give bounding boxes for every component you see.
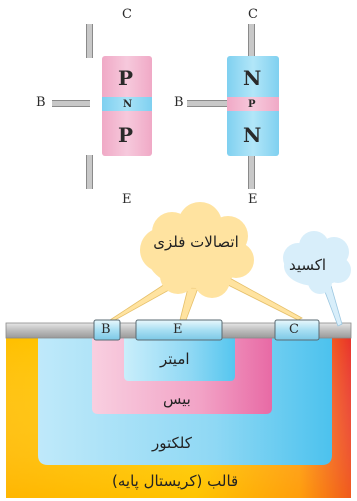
pnp-transistor — [40, 0, 152, 210]
contact-b-label: B — [101, 322, 111, 337]
contact-b — [93, 319, 121, 341]
npn-middle-region — [227, 97, 279, 111]
npn-terminal-e: E — [248, 192, 258, 207]
npn-transistor — [182, 0, 292, 210]
npn-collector-lead — [248, 24, 255, 58]
pnp-collector-lead — [86, 24, 93, 58]
npn-terminal-b: B — [174, 95, 184, 110]
contact-c-label: C — [289, 322, 299, 337]
pnp-top-region — [102, 56, 152, 97]
pnp-terminal-e: E — [122, 192, 132, 207]
emitter-region — [124, 338, 235, 381]
pnp-terminal-c: C — [122, 7, 132, 22]
pnp-terminal-b: B — [36, 95, 46, 110]
npn-layer-top: N — [243, 66, 262, 90]
pnp-base-lead — [52, 100, 90, 107]
emitter-label: امیتر — [160, 350, 190, 368]
oxide-callout: اکسید — [289, 256, 327, 274]
oxide-cloud — [283, 231, 351, 294]
npn-bottom-region — [227, 111, 279, 156]
collector-label: کلکتور — [152, 434, 192, 452]
base-label: بیس — [163, 390, 191, 408]
pnp-layer-top: P — [118, 66, 134, 90]
pnp-emitter-lead — [86, 155, 93, 189]
npn-body — [227, 56, 279, 156]
pnp-layer-middle: N — [123, 99, 133, 110]
npn-layer-bottom: N — [243, 123, 262, 147]
npn-top-region — [227, 56, 279, 97]
pnp-body — [102, 56, 152, 156]
npn-terminal-c: C — [248, 7, 258, 22]
pnp-middle-region — [102, 97, 152, 111]
metal-contacts-callout: اتصالات فلزی — [153, 233, 239, 251]
npn-base-lead — [187, 100, 229, 107]
npn-emitter-lead — [248, 155, 255, 189]
substrate-label: قالب (کریستال پایه) — [112, 472, 239, 490]
npn-layer-middle: P — [248, 99, 256, 110]
callout-pointer-c — [217, 275, 303, 321]
pnp-layer-bottom: P — [118, 123, 134, 147]
metal-contacts-cloud — [140, 202, 254, 298]
pnp-bottom-region — [102, 111, 152, 156]
contact-e — [135, 319, 223, 341]
contact-c — [274, 319, 320, 341]
contact-e-label: E — [173, 322, 183, 337]
